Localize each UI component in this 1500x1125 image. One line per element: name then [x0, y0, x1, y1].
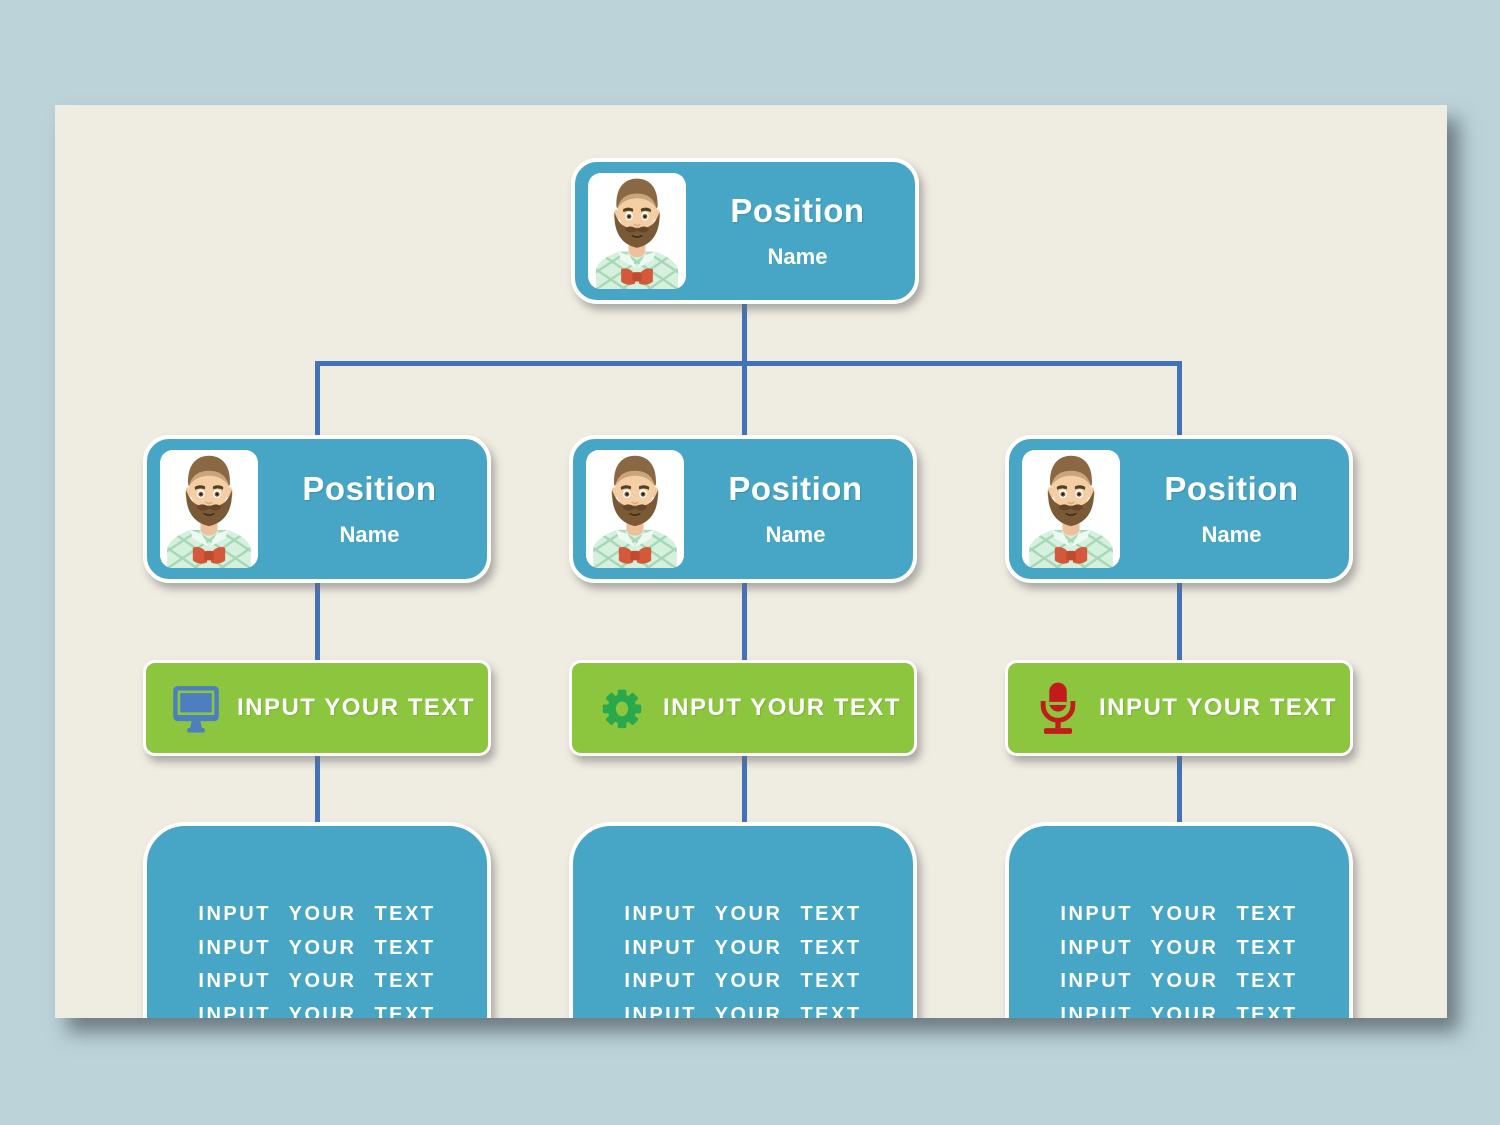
avatar-photo [1022, 450, 1120, 568]
note-line: INPUT YOUR TEXT [624, 936, 862, 959]
name-label: Name [765, 522, 826, 547]
connector-bar-box [742, 754, 747, 823]
monitor-icon [168, 678, 224, 738]
connector-card-bar [742, 581, 747, 661]
position-title: Position [1164, 470, 1299, 507]
note-line: INPUT YOUR TEXT [198, 903, 436, 925]
note-line: INPUT YOUR TEXT [1060, 903, 1298, 925]
position-title: Position [728, 470, 863, 507]
label-bar[interactable]: INPUT YOUR TEXT [1005, 660, 1353, 756]
label-bar[interactable]: INPUT YOUR TEXT [143, 660, 491, 756]
name-label: Name [1201, 522, 1262, 547]
avatar-photo [160, 450, 258, 568]
position-title: Position [302, 470, 437, 507]
note-line: INPUT YOUR TEXT [198, 1003, 436, 1019]
connector-bar-box [1177, 754, 1182, 823]
position-card[interactable]: Position Name [1005, 435, 1353, 583]
microphone-icon [1030, 678, 1086, 738]
note-line: INPUT YOUR TEXT [198, 936, 436, 959]
label-bar-text: INPUT YOUR TEXT [1098, 694, 1338, 721]
name-label: Name [339, 522, 400, 547]
connector-horizontal [315, 361, 1182, 366]
label-bar-text: INPUT YOUR TEXT [236, 694, 476, 721]
connector-right-vertical [1177, 364, 1182, 436]
note-line: INPUT YOUR TEXT [624, 1003, 862, 1019]
label-bar[interactable]: INPUT YOUR TEXT [569, 660, 917, 756]
note-line: INPUT YOUR TEXT [624, 903, 862, 925]
position-card[interactable]: Position Name [569, 435, 917, 583]
root-position-card[interactable]: Position Name [571, 158, 919, 304]
gear-icon [594, 678, 650, 738]
note-line: INPUT YOUR TEXT [1060, 970, 1298, 992]
connector-root-vertical [742, 302, 747, 437]
name-label: Name [767, 244, 828, 269]
connector-card-bar [1177, 581, 1182, 661]
connector-bar-box [315, 754, 320, 823]
position-card[interactable]: Position Name [143, 435, 491, 583]
position-title: Position [730, 192, 865, 229]
slide-canvas: Position Name Position Name Position Nam… [55, 105, 1447, 1018]
connector-card-bar [315, 581, 320, 661]
person-avatar-icon [586, 450, 684, 568]
note-line: INPUT YOUR TEXT [624, 970, 862, 992]
notes-box[interactable]: INPUT YOUR TEXT INPUT YOUR TEXT INPUT YO… [569, 822, 917, 1018]
note-line: INPUT YOUR TEXT [1060, 936, 1298, 959]
person-avatar-icon [160, 450, 258, 568]
person-avatar-icon [1022, 450, 1120, 568]
note-line: INPUT YOUR TEXT [1060, 1003, 1298, 1019]
label-bar-text: INPUT YOUR TEXT [662, 694, 902, 721]
person-avatar-icon [588, 173, 686, 289]
avatar-photo [586, 450, 684, 568]
notes-box[interactable]: INPUT YOUR TEXT INPUT YOUR TEXT INPUT YO… [1005, 822, 1353, 1018]
note-line: INPUT YOUR TEXT [198, 970, 436, 992]
connector-left-vertical [315, 364, 320, 436]
avatar-photo [588, 173, 686, 289]
notes-box[interactable]: INPUT YOUR TEXT INPUT YOUR TEXT INPUT YO… [143, 822, 491, 1018]
